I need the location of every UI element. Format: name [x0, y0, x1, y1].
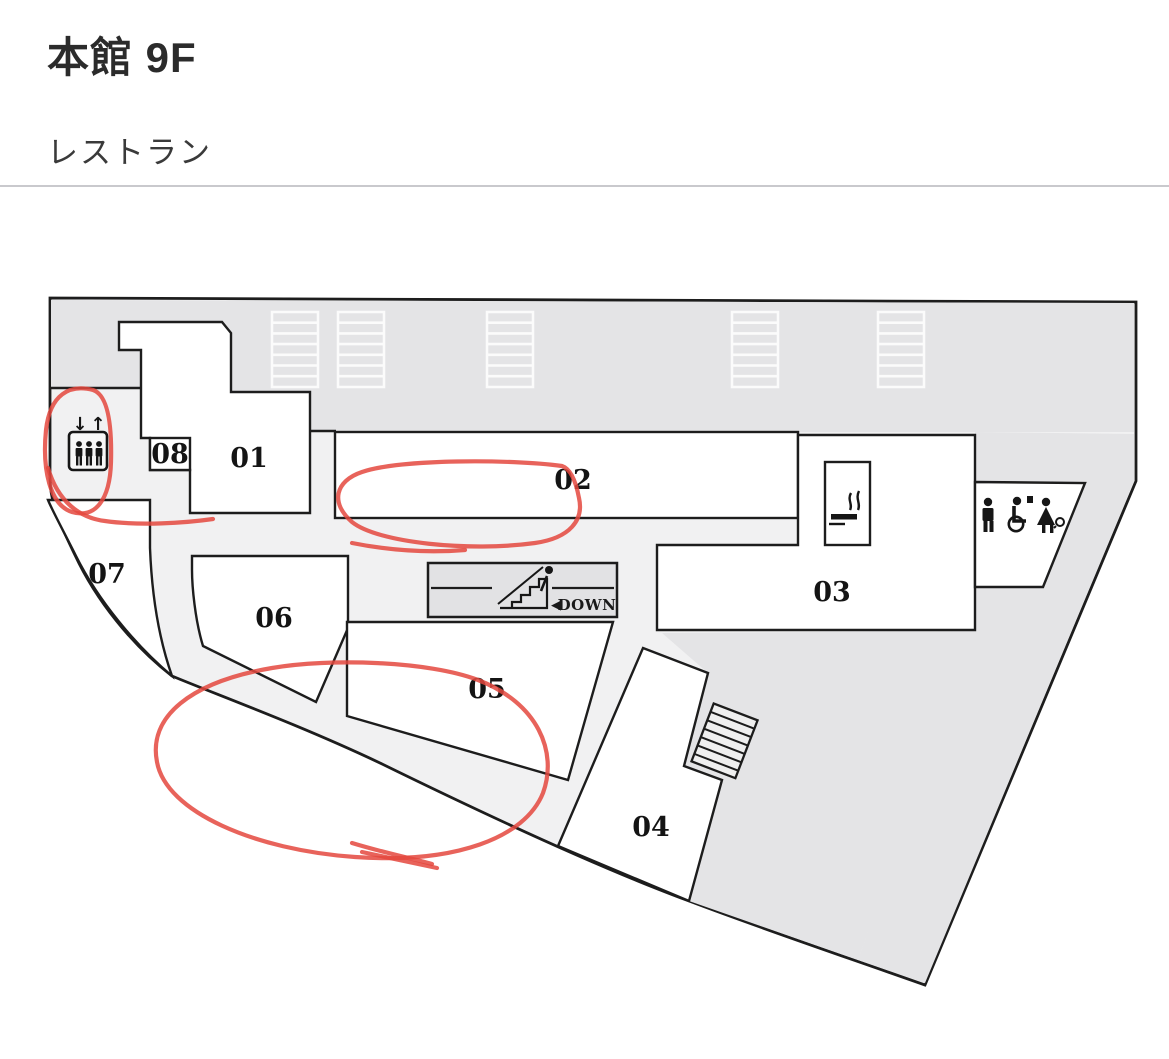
- room-04-shape: [556, 646, 724, 903]
- elevator-icon: ↓ ↑: [67, 414, 109, 472]
- header-divider: [0, 185, 1169, 187]
- stairs-icon: [689, 701, 760, 780]
- room-06-label: 06: [255, 603, 293, 634]
- room-05-shape: [345, 620, 615, 782]
- elevator-down-arrow-icon: ↓: [72, 414, 87, 435]
- room-03-label: 03: [813, 577, 851, 608]
- annotation-circle-room-02: [336, 459, 583, 549]
- room-02-shape: [333, 430, 800, 520]
- annotation-circle-room-05-tail2: [359, 849, 440, 871]
- floor-title: 本館 9F: [47, 34, 197, 81]
- annotation-circle-elevator-tail: [45, 465, 216, 526]
- wheelchair-accessible-icon: [1007, 496, 1033, 533]
- ostomate-icon: [1053, 517, 1065, 529]
- escalator-icon: [497, 566, 553, 610]
- annotation-circle-room-02-tail: [349, 540, 468, 554]
- men-toilet-icon: [982, 497, 994, 532]
- escalator-direction-label: DOWN: [558, 596, 617, 614]
- restroom-shape: [973, 480, 1087, 589]
- room-08-label: 08: [151, 439, 189, 470]
- escalator-direction-arrow-icon: ◀: [551, 598, 561, 613]
- smoking-area-icon: [829, 490, 861, 526]
- room-07-shape: [46, 498, 175, 680]
- room-03-shape: [655, 433, 977, 632]
- annotation-circle-elevator: [42, 386, 114, 516]
- room-01-label: 01: [230, 443, 268, 474]
- women-toilet-icon: [1037, 497, 1055, 533]
- smoking-room-shape: [823, 460, 872, 547]
- page-header: 本館 9F レストラン: [47, 24, 212, 172]
- upper-dark-zone: [51, 300, 1134, 432]
- room-07-label: 07: [88, 559, 126, 590]
- room-04-label: 04: [632, 812, 670, 843]
- restroom-icons: [982, 496, 1065, 533]
- floor-subtitle: レストラン: [47, 135, 212, 170]
- room-08-shape: [148, 436, 192, 472]
- escalator-unit: ◀ DOWN: [426, 561, 619, 619]
- elevator-up-arrow-icon: ↑: [90, 414, 105, 435]
- annotation-circle-room-05-tail: [349, 840, 435, 867]
- annotation-circle-room-05: [153, 660, 550, 861]
- right-dark-zone: [858, 432, 1134, 983]
